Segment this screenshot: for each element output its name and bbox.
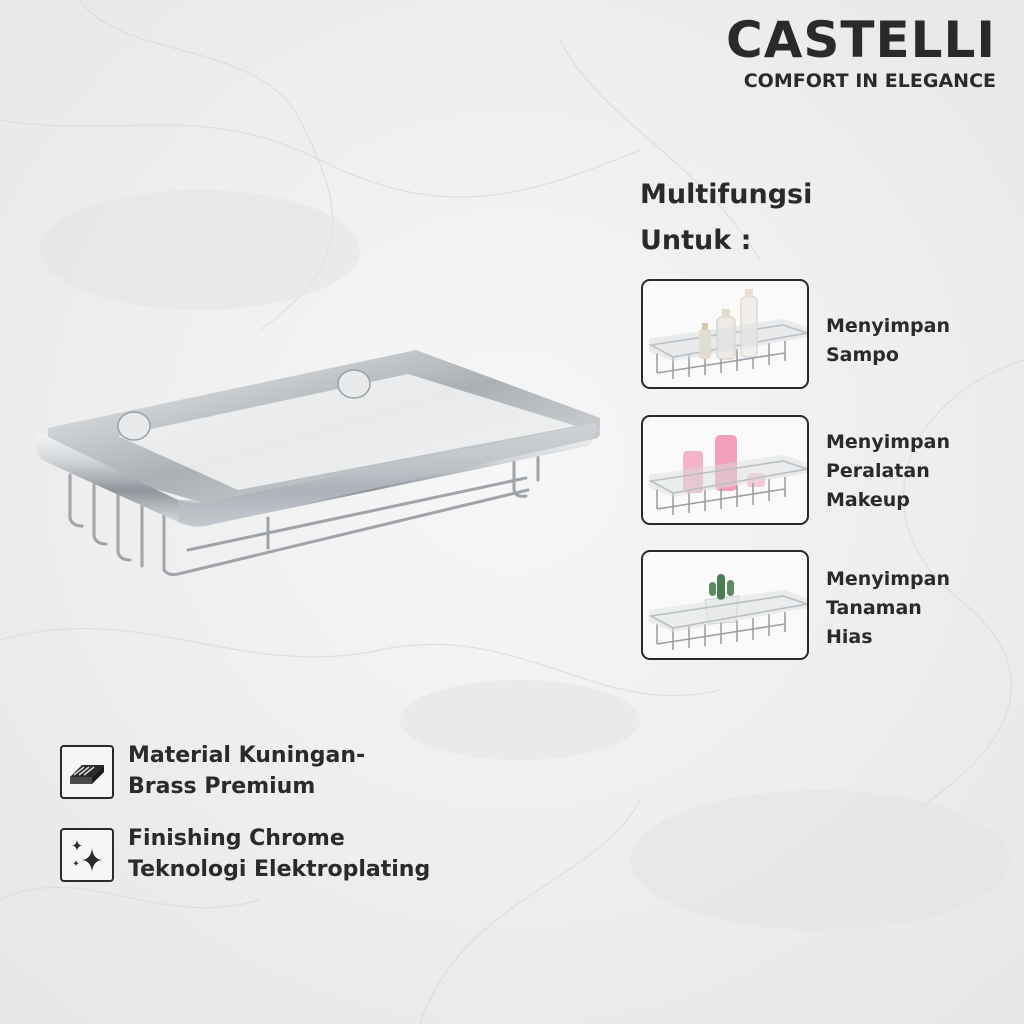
feature-line: Material Kuningan- xyxy=(128,743,366,768)
use-label-makeup: Menyimpan Peralatan Makeup xyxy=(826,428,1006,515)
use-label-line: Menyimpan xyxy=(826,568,950,590)
use-label-line: Makeup xyxy=(826,489,910,511)
chrome-basket-image xyxy=(35,350,600,576)
brand-logo: CASTELLI COMFORT IN ELEGANCE xyxy=(726,12,996,94)
potted-cactus-icon xyxy=(648,574,807,650)
multifunction-title-line2: Untuk : xyxy=(640,225,752,256)
use-label-line: Peralatan xyxy=(826,460,930,482)
use-card-plant xyxy=(641,550,809,660)
feature-line: Teknologi Elektroplating xyxy=(128,857,431,882)
use-label-line: Sampo xyxy=(826,344,899,366)
use-label-plant: Menyimpan Tanaman Hias xyxy=(826,565,1006,652)
use-label-line: Menyimpan xyxy=(826,431,950,453)
use-card-makeup xyxy=(641,415,809,525)
multifunction-title-line1: Multifungsi xyxy=(640,179,813,210)
multifunction-title: Multifungsi Untuk : xyxy=(640,172,870,264)
feature-material: Material Kuningan- Brass Premium xyxy=(128,740,458,802)
makeup-tubes-icon xyxy=(648,435,807,515)
shampoo-bottles-icon xyxy=(648,289,807,379)
brand-name: CASTELLI xyxy=(726,11,996,69)
use-card-shampoo xyxy=(641,279,809,389)
brass-bar-icon xyxy=(60,745,114,799)
feature-line: Finishing Chrome xyxy=(128,826,345,851)
feature-finishing: Finishing Chrome Teknologi Elektroplatin… xyxy=(128,823,458,885)
sparkle-icon xyxy=(60,828,114,882)
use-label-line: Tanaman xyxy=(826,597,922,619)
use-label-line: Hias xyxy=(826,626,873,648)
use-label-shampoo: Menyimpan Sampo xyxy=(826,312,1006,370)
feature-line: Brass Premium xyxy=(128,774,316,799)
brand-tagline: COMFORT IN ELEGANCE xyxy=(743,70,996,92)
use-label-line: Menyimpan xyxy=(826,315,950,337)
